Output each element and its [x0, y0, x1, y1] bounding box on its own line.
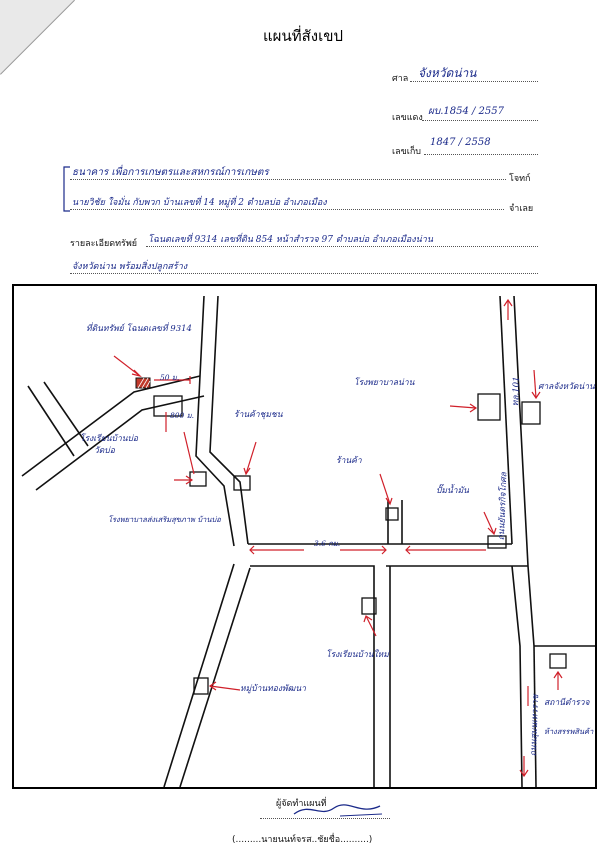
highway-label: ถนนยันตรกิจโกศล	[496, 472, 510, 541]
new-school-label: โรงเรียนบ้านใหม่	[326, 650, 389, 660]
party-bracket	[63, 166, 70, 212]
defendant-value: นายวิชัย ใจมั่น กับพวก บ้านเลขที่ 14 หมู…	[72, 198, 327, 208]
document-title: แผนที่สังเขป	[263, 27, 343, 45]
property-line2: จังหวัดน่าน พร้อมสิ่งปลูกสร้าง	[72, 262, 188, 272]
red-case-dots	[422, 120, 538, 121]
archive-dots	[424, 154, 538, 155]
court-dots	[410, 81, 538, 82]
plaintiff-value: ธนาคาร เพื่อการเกษตรและสหกรณ์การเกษตร	[72, 167, 269, 178]
archive-label: เลขเก็บ	[392, 147, 421, 157]
property-dots-2	[70, 273, 538, 274]
community-shop-label: ร้านค้าชุมชน	[234, 410, 283, 420]
village-label: หมู่บ้านทองพัฒนา	[240, 684, 306, 694]
red-case-value: ผบ.1854 / 2557	[428, 106, 505, 117]
red-case-label: เลขแดง	[392, 113, 423, 123]
department-store-label: ห้างสรรพสินค้า	[544, 727, 594, 736]
health-center-label: โรงพยาบาลส่งเสริมสุขภาพ บ้านบ่อ	[108, 515, 221, 524]
defendant-label: จำเลย	[509, 204, 534, 214]
distance-label-800m: 800 ม.	[170, 411, 195, 420]
court-value: จังหวัดน่าน	[418, 66, 477, 80]
hospital-label: โรงพยาบาลน่าน	[354, 378, 415, 388]
court-office-label: ศาลจังหวัดน่าน	[538, 382, 595, 392]
building-boxes	[153, 393, 567, 695]
signature-mark	[293, 804, 383, 817]
plaintiff-label: โจทก์	[509, 174, 531, 184]
property-label: รายละเอียดทรัพย์	[70, 239, 138, 249]
temple-label: วัดบ่อ	[94, 446, 115, 456]
school-label: โรงเรียนบ้านบ่อ	[80, 434, 139, 444]
distance-label-3-6km: 3.6 กม.	[314, 539, 341, 548]
highway-code: ทล.101	[510, 376, 523, 407]
sketch-map: ที่ดินทรัพย์ โฉนดเลขที่ 9314 50 ม. 800 ม…	[12, 284, 597, 789]
target-hatch	[137, 377, 151, 389]
target-property-mark	[135, 377, 151, 389]
plaintiff-dots	[70, 179, 506, 180]
defendant-dots	[70, 209, 504, 210]
property-dots-1	[146, 246, 538, 247]
signer-name: (.........นายนนท์จรส..ชัยชื่อ..........)	[232, 835, 373, 845]
pointer-arrows	[113, 298, 563, 778]
distance-label-50m: 50 ม.	[160, 373, 180, 382]
road-label-vertical: ถนนสุมนเทวราช	[528, 694, 542, 757]
property-line1: โฉนดเลขที่ 9314 เลขที่ดิน 854 หน้าสำรวจ …	[148, 235, 434, 245]
shop-label: ร้านค้า	[336, 456, 362, 466]
signature-dots	[260, 818, 390, 819]
road-lines	[21, 295, 595, 787]
map-maker-label: ผู้จัดทำแผนที่	[276, 799, 327, 809]
archive-value: 1847 / 2558	[430, 137, 491, 148]
map-drawing	[21, 295, 595, 787]
court-label: ศาล	[392, 74, 409, 84]
police-station-label: สถานีตำรวจ	[544, 698, 590, 708]
gas-station-label: ปั๊มน้ำมัน	[436, 486, 469, 496]
target-label: ที่ดินทรัพย์ โฉนดเลขที่ 9314	[86, 324, 192, 334]
